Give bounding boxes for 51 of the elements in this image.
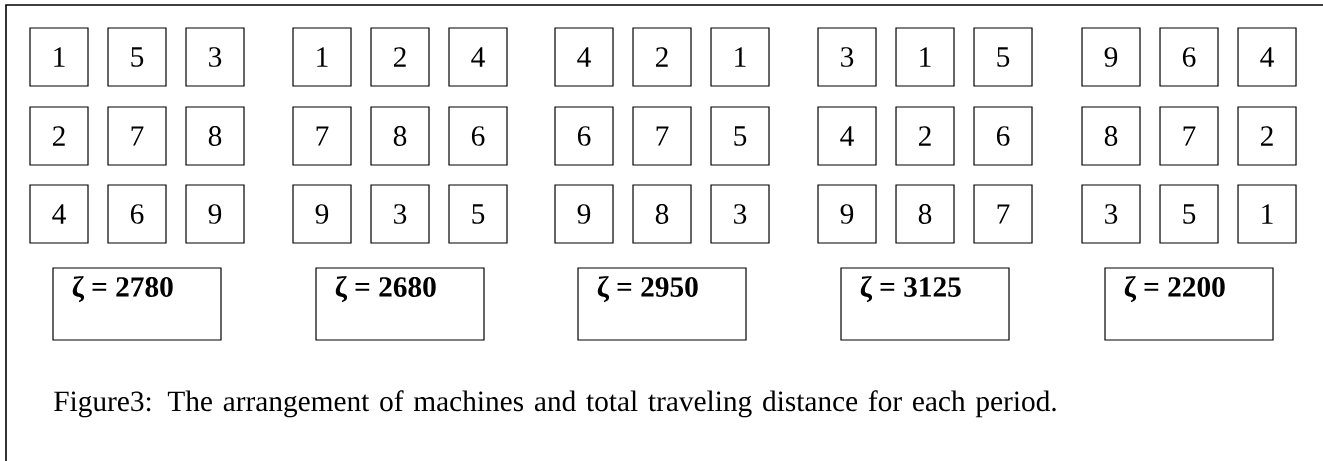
number-box: 8 <box>1081 106 1141 166</box>
number-box: 4 <box>29 184 89 244</box>
number-box: 7 <box>107 106 167 166</box>
number-box: 5 <box>448 184 508 244</box>
number-box: 8 <box>370 106 430 166</box>
number-box: 9 <box>554 184 614 244</box>
number-box: 9 <box>185 184 245 244</box>
number-box: 4 <box>1237 27 1297 87</box>
number-box: 6 <box>554 106 614 166</box>
number-box: 1 <box>710 27 770 87</box>
number-box: 7 <box>292 106 352 166</box>
number-box: 2 <box>370 27 430 87</box>
number-box: 5 <box>107 27 167 87</box>
number-box: 6 <box>107 184 167 244</box>
number-box: 9 <box>1081 27 1141 87</box>
number-box: 3 <box>710 184 770 244</box>
number-box: 1 <box>1237 184 1297 244</box>
number-box: 4 <box>448 27 508 87</box>
number-box: 7 <box>973 184 1033 244</box>
number-box: 6 <box>973 106 1033 166</box>
number-box: 4 <box>817 106 877 166</box>
number-box: 3 <box>370 184 430 244</box>
number-box: 1 <box>292 27 352 87</box>
number-box: 3 <box>817 27 877 87</box>
number-box: 8 <box>895 184 955 244</box>
number-box: 5 <box>1159 184 1219 244</box>
number-box: 2 <box>632 27 692 87</box>
number-box: 2 <box>895 106 955 166</box>
result-box: ζ = 2950 <box>577 267 747 341</box>
number-box: 9 <box>817 184 877 244</box>
result-box: ζ = 3125 <box>840 267 1010 341</box>
number-box: 5 <box>710 106 770 166</box>
number-box: 8 <box>632 184 692 244</box>
number-box: 4 <box>554 27 614 87</box>
result-box: ζ = 2680 <box>315 267 485 341</box>
result-box: ζ = 2200 <box>1104 267 1274 341</box>
number-box: 8 <box>185 106 245 166</box>
caption: Figure3: The arrangement of machines and total traveling distance for each period. <box>54 390 1056 418</box>
number-box: 1 <box>29 27 89 87</box>
number-box: 7 <box>632 106 692 166</box>
number-box: 7 <box>1159 106 1219 166</box>
number-box: 1 <box>895 27 955 87</box>
number-box: 3 <box>1081 184 1141 244</box>
number-box: 2 <box>29 106 89 166</box>
number-box: 6 <box>1159 27 1219 87</box>
number-box: 3 <box>185 27 245 87</box>
number-box: 5 <box>973 27 1033 87</box>
number-box: 6 <box>448 106 508 166</box>
result-box: ζ = 2780 <box>52 267 222 341</box>
number-box: 2 <box>1237 106 1297 166</box>
number-box: 9 <box>292 184 352 244</box>
